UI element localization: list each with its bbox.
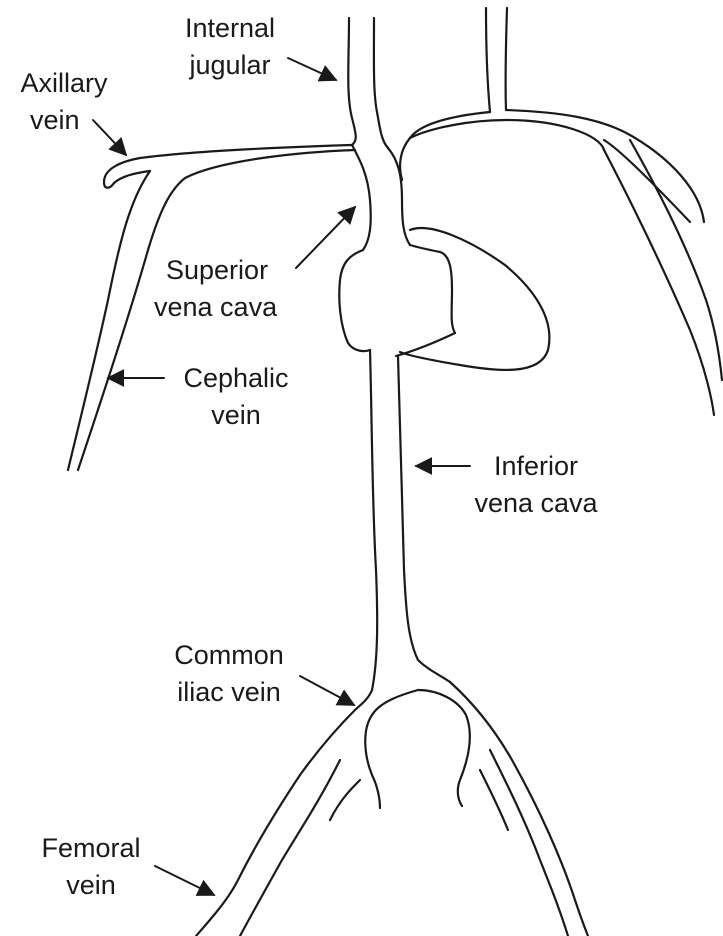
internal-jugular-label: Internal jugular xyxy=(160,10,300,84)
right-jugular-subclavian-vein xyxy=(410,8,704,222)
common-iliac-vein-pointer xyxy=(300,676,354,705)
inferior-vena-cava-line-2: vena cava xyxy=(466,485,606,522)
femoral-vein-line-1: Femoral xyxy=(30,830,152,867)
common-iliac-vein-line-2: iliac vein xyxy=(154,674,304,711)
inferior-vena-cava-line-1: Inferior xyxy=(466,448,606,485)
cephalic-vein-line-1: Cephalic xyxy=(172,360,300,397)
femoral-vein-label: Femoral vein xyxy=(30,830,152,904)
right-brachial-vein xyxy=(604,140,722,415)
superior-vena-cava-line-1: Superior xyxy=(154,252,304,289)
superior-vena-cava-label: Superior vena cava xyxy=(154,252,304,326)
femoral-vein-pointer xyxy=(155,866,214,895)
femoral-vein-line-2: vein xyxy=(30,867,152,904)
axillary-vein-label: Axillary vein xyxy=(0,65,128,139)
heart xyxy=(339,120,604,370)
cephalic-vein-line-2: vein xyxy=(172,397,300,434)
superior-vena-cava-pointer xyxy=(296,207,355,268)
common-iliac-vein-line-1: Common xyxy=(154,637,304,674)
axillary-vein-line-1: Axillary xyxy=(0,65,128,102)
axillary-vein-line-2: vein xyxy=(0,102,128,139)
common-iliac-vein-label: Common iliac vein xyxy=(154,637,304,711)
femoral-vein xyxy=(240,750,568,936)
superior-vena-cava-line-2: vena cava xyxy=(154,289,304,326)
internal-jugular-line-2: jugular xyxy=(160,47,300,84)
cephalic-vein-label: Cephalic vein xyxy=(172,360,300,434)
internal-jugular-line-1: Internal xyxy=(160,10,300,47)
inferior-vena-cava-label: Inferior vena cava xyxy=(466,448,606,522)
inferior-vena-cava xyxy=(355,350,450,710)
common-iliac-vein xyxy=(196,682,588,936)
